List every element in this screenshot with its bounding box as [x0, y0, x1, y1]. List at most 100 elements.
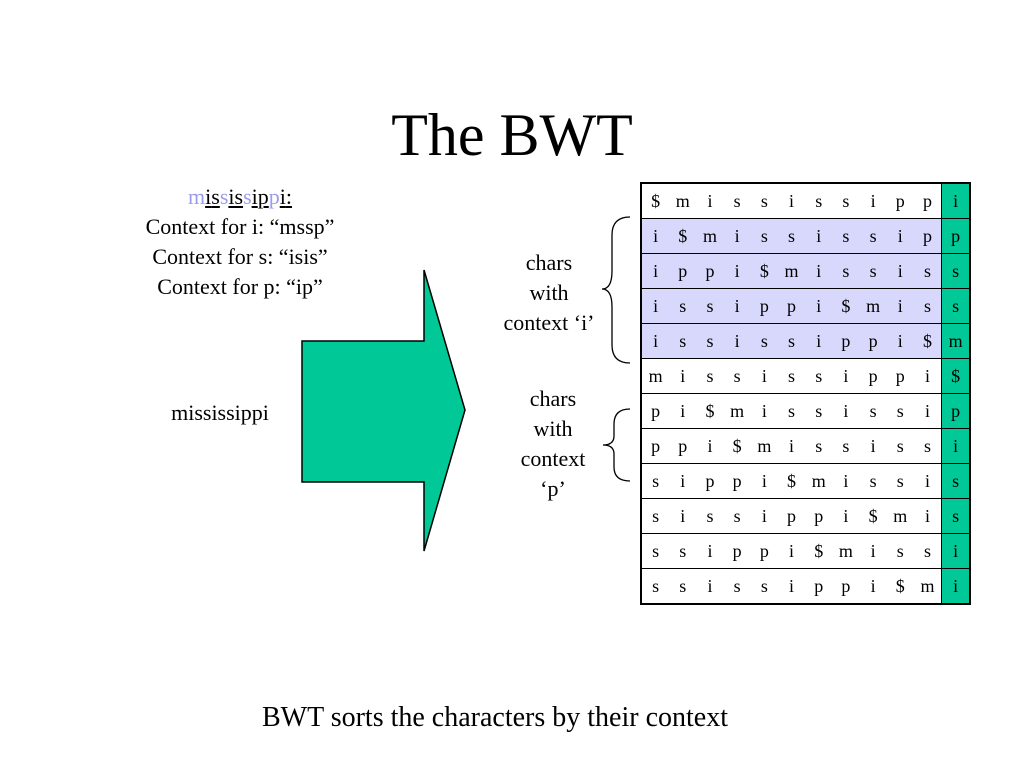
matrix-cell: s	[750, 218, 778, 254]
context-word-char: m	[188, 184, 206, 209]
bwt-output-cell: s	[941, 463, 971, 499]
matrix-cell: $	[732, 435, 742, 456]
matrix-cell: $	[669, 218, 697, 254]
matrix-cell: i	[789, 575, 795, 596]
matrix-cell: s	[832, 218, 860, 254]
bwt-output-cell: p	[941, 393, 971, 429]
matrix-cell: i	[805, 288, 833, 324]
context-line-p: Context for p: “ip”	[157, 274, 323, 299]
matrix-cell: i	[870, 540, 876, 561]
matrix-cell: i	[680, 365, 686, 386]
matrix-cell: i	[924, 365, 930, 386]
matrix-cell: s	[913, 288, 942, 324]
matrix-cell: s	[652, 470, 660, 491]
matrix-cell: i	[789, 190, 795, 211]
context-word-char: p	[257, 184, 269, 209]
matrix-cell: s	[750, 323, 778, 359]
matrix-cell: i	[805, 253, 833, 289]
matrix-cell: $	[651, 190, 661, 211]
matrix-cell: s	[760, 575, 768, 596]
matrix-cell: m	[859, 288, 887, 324]
matrix-cell: s	[777, 218, 806, 254]
matrix-cell: s	[652, 575, 660, 596]
matrix-cell: s	[696, 288, 724, 324]
context-word-char: p	[268, 184, 280, 209]
matrix-cell: p	[913, 218, 942, 254]
matrix-cell: $	[787, 470, 797, 491]
matrix-cell: p	[651, 435, 661, 456]
matrix-cell: $	[705, 400, 715, 421]
context-word-char: i	[279, 184, 286, 209]
matrix-cell: s	[923, 435, 931, 456]
matrix-cell: s	[869, 470, 877, 491]
matrix-cell: s	[869, 400, 877, 421]
matrix-cell: i	[707, 575, 713, 596]
matrix-cell: i	[641, 323, 670, 359]
matrix-cell: s	[815, 400, 823, 421]
matrix-cell: s	[859, 218, 887, 254]
matrix-cell: m	[893, 505, 908, 526]
matrix-cell: s	[679, 540, 687, 561]
context-word: mississippi:	[110, 182, 370, 212]
matrix-cell: p	[732, 470, 742, 491]
matrix-cell: m	[920, 575, 935, 596]
brace-context-i-icon	[601, 216, 631, 364]
matrix-cell: p	[922, 190, 932, 211]
matrix-cell: i	[843, 365, 849, 386]
matrix-cell: p	[859, 323, 887, 359]
matrix-cell: p	[678, 435, 688, 456]
matrix-cell: i	[843, 400, 849, 421]
label-context-i: chars with context ‘i’	[503, 250, 595, 335]
matrix-cell: p	[669, 253, 697, 289]
context-line-i: Context for i: “mssp”	[145, 214, 335, 239]
matrix-cell: i	[789, 435, 795, 456]
matrix-cell: i	[843, 505, 849, 526]
matrix-cell: s	[815, 365, 823, 386]
bwt-output-cell: p	[941, 218, 971, 254]
matrix-cell: i	[723, 253, 751, 289]
matrix-cell: s	[679, 575, 687, 596]
matrix-cell: p	[868, 365, 878, 386]
matrix-cell: i	[805, 323, 833, 359]
matrix-cell: s	[760, 190, 768, 211]
matrix-cell: i	[886, 288, 914, 324]
context-word-char: s	[234, 184, 244, 209]
bwt-output-cell: s	[941, 498, 971, 534]
matrix-cell: i	[761, 505, 767, 526]
matrix-cell: s	[652, 540, 660, 561]
matrix-cell: s	[842, 435, 850, 456]
matrix-cell: s	[815, 435, 823, 456]
matrix-cell: s	[832, 253, 860, 289]
matrix-cell: s	[777, 323, 806, 359]
matrix-cell: $	[832, 288, 860, 324]
matrix-cell: s	[706, 365, 714, 386]
matrix-cell: $	[868, 505, 878, 526]
matrix-cell: i	[789, 540, 795, 561]
matrix-cell: p	[777, 288, 806, 324]
matrix-cell: s	[733, 190, 741, 211]
context-word-char: :	[285, 184, 292, 209]
matrix-cell: s	[788, 400, 796, 421]
matrix-cell: i	[723, 288, 751, 324]
bwt-output-cell: i	[941, 183, 971, 219]
context-word-char: i	[205, 184, 212, 209]
matrix-cell: s	[733, 575, 741, 596]
matrix-cell: $	[895, 575, 905, 596]
matrix-cell: m	[730, 400, 745, 421]
matrix-cell: p	[651, 400, 661, 421]
bwt-output-cell: i	[941, 533, 971, 569]
matrix-cell: s	[733, 505, 741, 526]
matrix-cell: m	[675, 190, 690, 211]
matrix-cell: s	[913, 253, 942, 289]
matrix-cell: p	[895, 190, 905, 211]
bwt-output-cell: i	[941, 568, 971, 604]
